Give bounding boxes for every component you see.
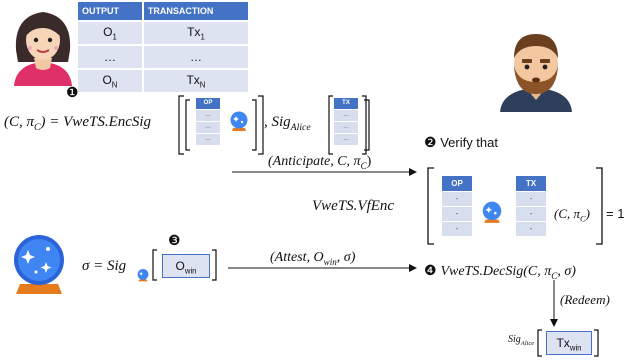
bob-avatar bbox=[500, 34, 572, 112]
op-cell: - bbox=[442, 221, 472, 236]
encsig-bracket bbox=[178, 95, 264, 155]
encsig-formula: (C, πC) = VweTS.EncSig bbox=[4, 114, 152, 133]
transaction-cell: Tx1 bbox=[142, 20, 248, 45]
output-cell: O1 bbox=[78, 20, 144, 45]
output-cell: … bbox=[78, 44, 144, 69]
op-cell: … bbox=[196, 109, 220, 121]
final-bracket bbox=[537, 329, 599, 357]
tx-header: TX bbox=[334, 98, 358, 109]
tx-cell: - bbox=[516, 221, 546, 236]
tx-win-box: Txwin bbox=[546, 331, 592, 355]
vfenc-args: (C, πC) bbox=[554, 206, 590, 224]
sig-alice-label: , SigAlice bbox=[264, 114, 311, 133]
vfenc-result: = 1 bbox=[606, 206, 625, 221]
vfenc-label: VweTS.VfEnc bbox=[312, 198, 395, 214]
final-sig-alice: SigAlice bbox=[508, 334, 535, 347]
transaction-cell: … bbox=[142, 44, 248, 69]
op-cell: - bbox=[442, 206, 472, 221]
table-row: ON TxN bbox=[78, 68, 248, 92]
step-4-marker: ❹ bbox=[424, 262, 437, 278]
op-cell: … bbox=[196, 121, 220, 133]
op-cell: … bbox=[196, 133, 220, 145]
transaction-cell: TxN bbox=[142, 68, 248, 92]
tx-cell: - bbox=[516, 191, 546, 206]
encsig-tx-table: TX … … … bbox=[334, 98, 358, 145]
attest-message: (Attest, Owin, σ) bbox=[270, 250, 356, 267]
sigma-bracket bbox=[152, 249, 217, 281]
step-3-marker: ❸ bbox=[168, 232, 181, 248]
encsig-op-table: OP … … … bbox=[196, 98, 220, 145]
op-header: OP bbox=[442, 176, 472, 191]
redeem-message: (Redeem) bbox=[560, 292, 610, 307]
crystal-ball-icon bbox=[137, 268, 149, 282]
tx-cell: … bbox=[334, 121, 358, 133]
vfenc-op-table: OP - - - bbox=[442, 176, 472, 236]
transaction-column-header: TRANSACTION bbox=[142, 2, 248, 21]
verify-heading: ❷ Verify that bbox=[424, 134, 498, 151]
tx-cell: - bbox=[516, 206, 546, 221]
crystal-ball-icon bbox=[230, 111, 248, 131]
verify-label: Verify that bbox=[440, 135, 498, 150]
step-1-marker: ❶ bbox=[66, 84, 79, 100]
output-cell: ON bbox=[78, 68, 144, 92]
sig-alice-bracket bbox=[328, 95, 370, 155]
alice-avatar bbox=[14, 12, 72, 86]
output-transaction-table: OUTPUT TRANSACTION O1 Tx1 … … ON TxN bbox=[78, 2, 248, 92]
tx-cell: … bbox=[334, 133, 358, 145]
anticipate-message: (Anticipate, C, πC) bbox=[268, 154, 372, 171]
table-row: … … bbox=[78, 44, 248, 69]
oracle-crystal-ball-icon bbox=[14, 235, 64, 294]
table-row: O1 Tx1 bbox=[78, 20, 248, 45]
op-cell: - bbox=[442, 191, 472, 206]
decsig-formula: ❹ VweTS.DecSig(C, πC, σ) bbox=[424, 262, 576, 281]
vfenc-bracket bbox=[427, 167, 603, 245]
tx-cell: … bbox=[334, 109, 358, 121]
sigma-formula: σ = Sig bbox=[82, 258, 127, 274]
op-header: OP bbox=[196, 98, 220, 109]
step-2-marker: ❷ bbox=[424, 134, 437, 150]
crystal-ball-icon bbox=[482, 201, 502, 223]
vfenc-tx-table: TX - - - bbox=[516, 176, 546, 236]
o-win-box: Owin bbox=[162, 254, 210, 278]
tx-header: TX bbox=[516, 176, 546, 191]
output-column-header: OUTPUT bbox=[78, 2, 144, 21]
